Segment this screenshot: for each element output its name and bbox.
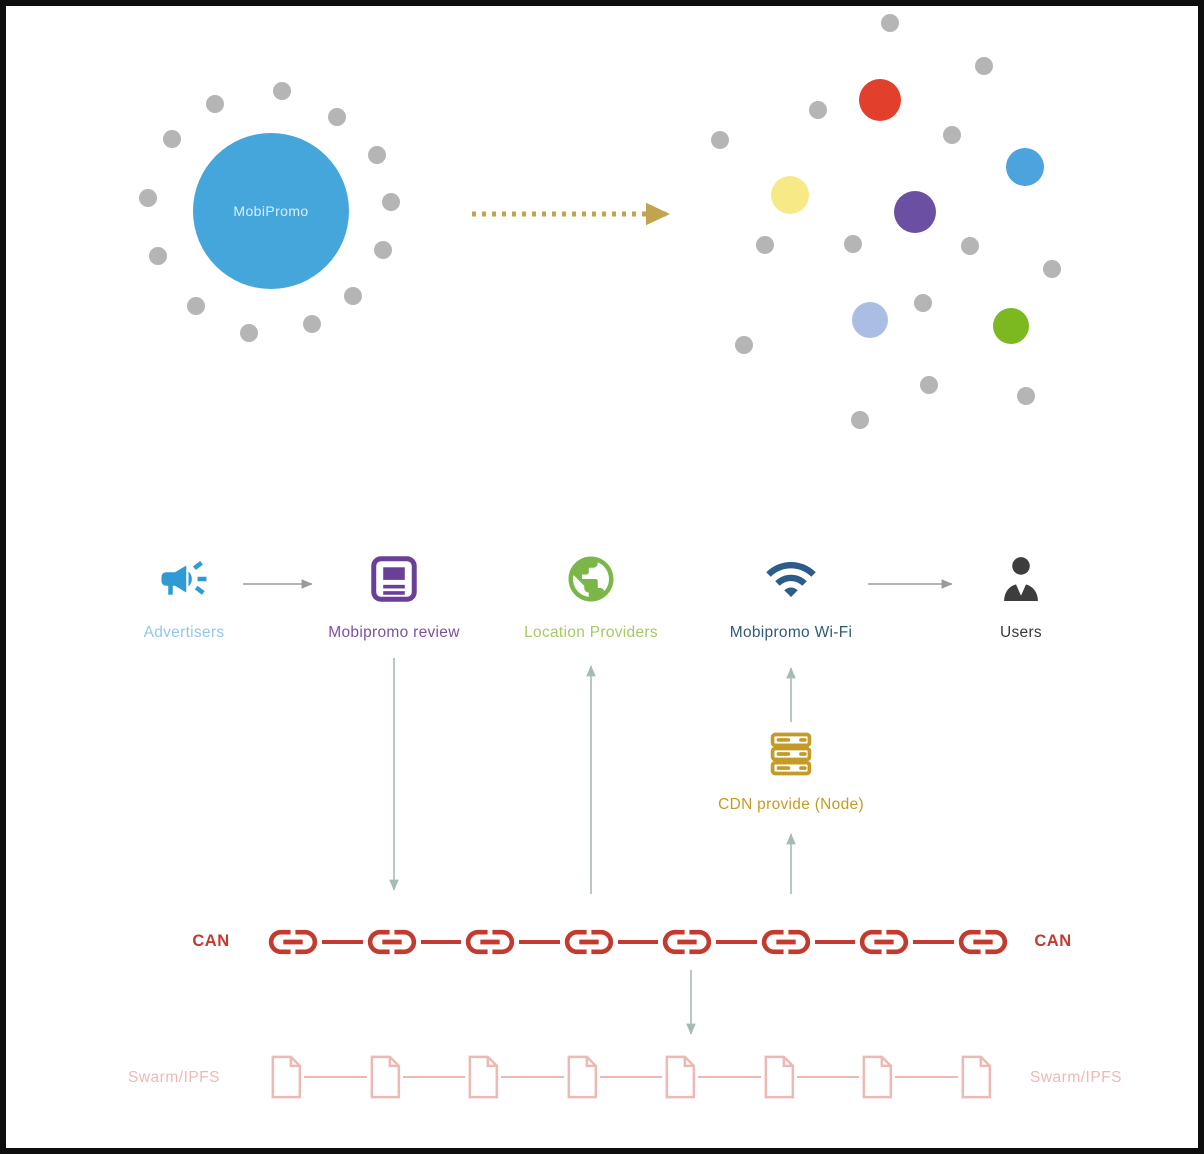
user-icon	[994, 552, 1048, 606]
megaphone-icon	[157, 552, 211, 606]
document-icon	[268, 1054, 304, 1100]
document-review-icon	[367, 552, 421, 606]
cdn-node: CDN provide (Node)	[691, 728, 891, 814]
flow-node-label: Users	[1000, 624, 1042, 641]
document-connector	[501, 1076, 564, 1078]
document-connector	[698, 1076, 761, 1078]
flow-node-users: Users	[931, 552, 1111, 642]
satellite-dot	[187, 297, 205, 315]
storage-documents	[268, 1046, 994, 1108]
chain-connector	[322, 940, 363, 944]
chain-link-icon	[264, 913, 322, 971]
hub-label: MobiPromo	[233, 203, 309, 219]
globe-icon	[564, 552, 618, 606]
flow-node-label: Mobipromo review	[328, 624, 460, 641]
document-connector	[599, 1076, 663, 1078]
document-icon	[465, 1054, 501, 1100]
cluster-dot	[975, 57, 993, 75]
chain-connector	[420, 940, 462, 944]
cluster-dot	[735, 336, 753, 354]
satellite-dot	[163, 130, 181, 148]
cluster-dot	[809, 101, 827, 119]
cluster-dot	[914, 294, 932, 312]
satellite-dot	[303, 315, 321, 333]
swarm-label-left: Swarm/IPFS	[128, 1069, 220, 1086]
cluster-dot	[993, 308, 1029, 344]
cluster-dot	[1006, 148, 1044, 186]
server-icon	[765, 728, 817, 780]
satellite-dot	[328, 108, 346, 126]
cluster-dot	[711, 131, 729, 149]
cluster-dot	[943, 126, 961, 144]
document-connector	[402, 1076, 466, 1078]
wifi-icon	[764, 552, 818, 606]
chain-link-icon	[954, 913, 1012, 971]
flow-node-review: Mobipromo review	[304, 552, 484, 642]
cluster-dot	[920, 376, 938, 394]
cluster-dot	[851, 411, 869, 429]
can-label-left: CAN	[192, 932, 230, 950]
flow-node-location: Location Providers	[501, 552, 681, 642]
satellite-dot	[240, 324, 258, 342]
cluster-dot	[771, 176, 809, 214]
flow-node-label: Mobipromo Wi-Fi	[729, 624, 853, 641]
cluster-dot	[852, 302, 888, 338]
can-label-right: CAN	[1034, 932, 1072, 950]
chain-connector	[716, 940, 757, 944]
document-icon	[761, 1054, 797, 1100]
chain-link-icon	[855, 913, 913, 971]
chain-link-icon	[461, 913, 519, 971]
document-connector	[304, 1076, 367, 1078]
chain-connector	[814, 940, 856, 944]
chain-link-icon	[560, 913, 618, 971]
cdn-label: CDN provide (Node)	[718, 796, 864, 813]
cluster-dot	[961, 237, 979, 255]
hub-circle: MobiPromo	[193, 133, 349, 289]
cluster-dot	[881, 14, 899, 32]
flow-node-wifi: Mobipromo Wi-Fi	[701, 552, 881, 642]
document-icon	[859, 1054, 895, 1100]
satellite-dot	[374, 241, 392, 259]
document-icon	[564, 1054, 600, 1100]
satellite-dot	[149, 247, 167, 265]
document-connector	[796, 1076, 860, 1078]
chain-connector	[519, 940, 560, 944]
cluster-dot	[1043, 260, 1061, 278]
flow-node-label: Location Providers	[524, 624, 658, 641]
chain-connector	[617, 940, 659, 944]
document-icon	[367, 1054, 403, 1100]
chain-connector	[913, 940, 955, 944]
document-icon	[662, 1054, 698, 1100]
flow-node-advertisers: Advertisers	[94, 552, 274, 642]
satellite-dot	[368, 146, 386, 164]
chain-link-icon	[757, 913, 815, 971]
satellite-dot	[273, 82, 291, 100]
cluster-dot	[844, 235, 862, 253]
satellite-dot	[139, 189, 157, 207]
document-connector	[895, 1076, 959, 1078]
swarm-label-right: Swarm/IPFS	[1030, 1069, 1122, 1086]
cluster-dot	[859, 79, 901, 121]
cluster-dot	[894, 191, 936, 233]
chain	[264, 912, 1012, 972]
chain-link-icon	[363, 913, 421, 971]
cluster-dot	[756, 236, 774, 254]
satellite-dot	[344, 287, 362, 305]
chain-link-icon	[658, 913, 716, 971]
cluster-dot	[1017, 387, 1035, 405]
satellite-dot	[206, 95, 224, 113]
satellite-dot	[382, 193, 400, 211]
document-icon	[958, 1054, 994, 1100]
flow-node-label: Advertisers	[143, 624, 225, 641]
